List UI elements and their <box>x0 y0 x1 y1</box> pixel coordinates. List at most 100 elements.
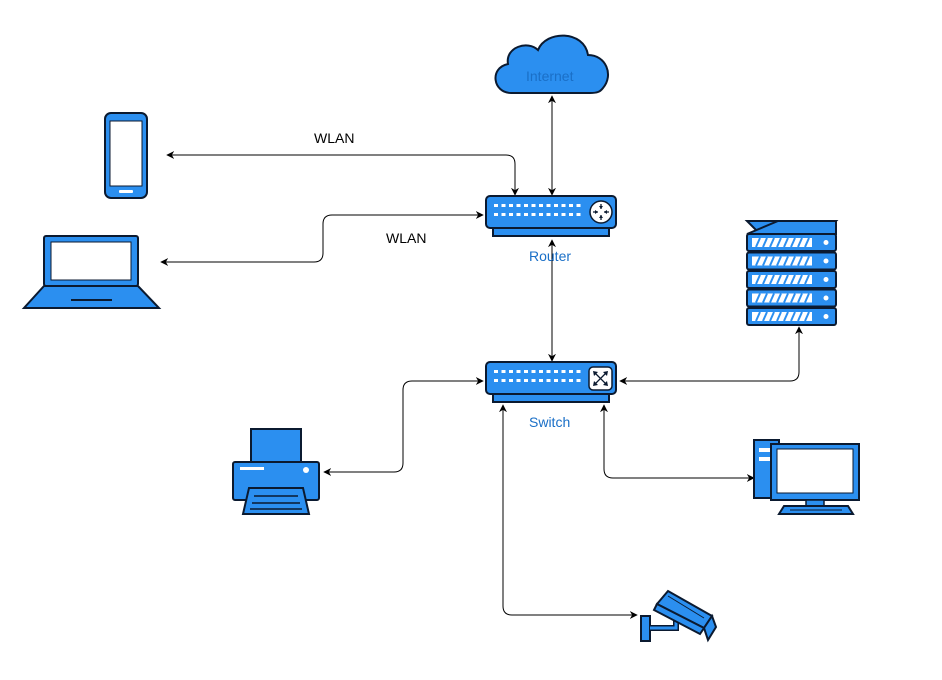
edge-switch-workstation <box>600 404 755 482</box>
server-vent-slat <box>790 311 796 322</box>
router-label: Router <box>529 248 572 264</box>
server-vent <box>752 293 812 303</box>
server-vent-slat <box>762 256 768 266</box>
server-vent-slat <box>755 274 761 285</box>
port-led <box>501 213 506 216</box>
port-led <box>554 213 558 216</box>
internet-label: Internet <box>526 68 574 84</box>
server-rack-icon[interactable] <box>744 220 839 326</box>
port-led <box>554 204 558 207</box>
port-led <box>501 379 506 382</box>
server-vent-slat <box>797 293 803 303</box>
server-vent-slat <box>755 256 761 266</box>
port-led <box>569 370 573 373</box>
server-led <box>823 240 829 245</box>
port-led <box>561 213 566 216</box>
laptop-icon[interactable] <box>21 235 162 309</box>
port-led <box>531 379 536 382</box>
desktop-computer-icon[interactable] <box>753 439 860 515</box>
printer-icon[interactable] <box>232 428 320 515</box>
edge-printer-switch <box>323 377 484 476</box>
port-led <box>539 370 543 373</box>
server-vent-slat <box>762 293 768 303</box>
server-vent-slat <box>790 237 796 248</box>
port-led <box>539 204 543 207</box>
port-led <box>569 204 573 207</box>
port-led <box>576 204 581 207</box>
server-led <box>823 295 829 301</box>
server-vent <box>752 256 812 266</box>
port-led <box>554 379 558 382</box>
server-vent-slat <box>755 237 761 248</box>
server-vent-slat <box>797 237 803 248</box>
port-led <box>539 379 543 382</box>
port-led <box>494 379 498 382</box>
port-led <box>576 379 581 382</box>
server-led <box>823 277 829 282</box>
switch-label: Switch <box>529 414 571 430</box>
port-led <box>494 213 498 216</box>
port-led <box>546 379 551 382</box>
server-vent-slat <box>790 256 796 266</box>
port-led <box>494 370 498 373</box>
port-led <box>509 379 513 382</box>
server-vent-slat <box>776 237 782 248</box>
server-vent-slat <box>776 293 782 303</box>
server-vent-slat <box>762 237 768 248</box>
edge-laptop-router <box>160 211 484 266</box>
server-vent-slat <box>769 237 775 248</box>
port-led <box>569 213 573 216</box>
router-icon[interactable] <box>485 195 617 237</box>
port-led <box>554 370 558 373</box>
port-led <box>509 204 513 207</box>
server-vent <box>752 238 812 247</box>
port-led <box>546 213 551 216</box>
switch-icon[interactable] <box>485 361 617 403</box>
edge-switch-camera <box>499 404 638 619</box>
port-led <box>546 204 551 207</box>
server-vent-slat <box>783 256 789 266</box>
port-led <box>516 370 521 373</box>
server-vent-slat <box>804 293 810 303</box>
port-led <box>509 370 513 373</box>
server-vent-slat <box>776 256 782 266</box>
server-vent-slat <box>790 274 796 285</box>
server-vent <box>752 275 812 284</box>
laptop-link-label: WLAN <box>386 230 427 246</box>
port-led <box>509 213 513 216</box>
port-led <box>524 379 528 382</box>
port-led <box>569 379 573 382</box>
edge-phone-router <box>166 151 519 196</box>
port-led <box>524 213 528 216</box>
port-led <box>531 213 536 216</box>
port-led <box>524 370 528 373</box>
server-vent-slat <box>804 274 810 285</box>
server-vent-slat <box>769 311 775 322</box>
server-vent-slat <box>762 274 768 285</box>
server-led <box>823 314 829 319</box>
server-vent-slat <box>769 293 775 303</box>
server-vent-slat <box>797 256 803 266</box>
server-vent-slat <box>804 256 810 266</box>
server-vent-slat <box>783 237 789 248</box>
port-led <box>576 370 581 373</box>
server-vent-slat <box>783 274 789 285</box>
port-led <box>561 370 566 373</box>
server-vent-slat <box>776 274 782 285</box>
port-led <box>524 204 528 207</box>
port-led <box>576 213 581 216</box>
port-led <box>531 204 536 207</box>
server-vent-slat <box>797 274 803 285</box>
port-led <box>516 213 521 216</box>
server-vent-slat <box>755 293 761 303</box>
server-vent-slat <box>762 311 768 322</box>
server-vent-slat <box>783 293 789 303</box>
server-vent-slat <box>790 293 796 303</box>
smartphone-icon[interactable] <box>104 112 148 199</box>
server-vent <box>752 312 812 321</box>
cloud-icon[interactable] <box>494 34 609 94</box>
security-camera-icon[interactable] <box>640 589 718 643</box>
port-led <box>501 204 506 207</box>
port-led <box>539 213 543 216</box>
